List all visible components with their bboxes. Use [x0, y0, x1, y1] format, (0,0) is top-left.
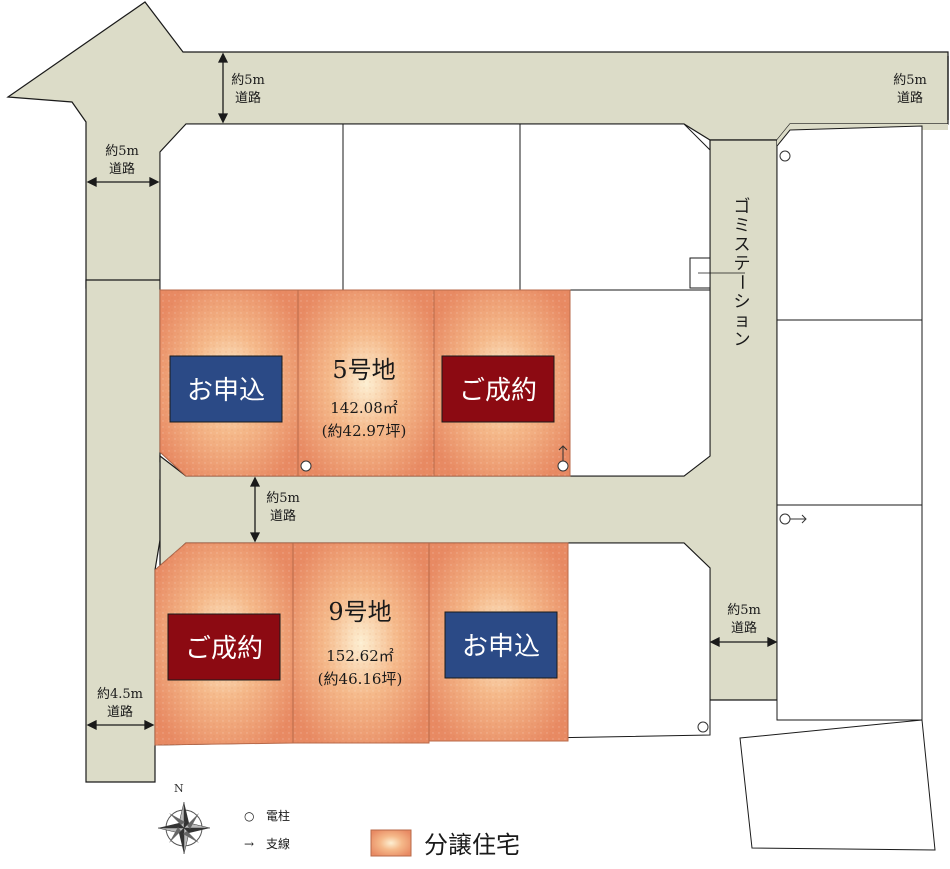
utility-pole-icon: [300, 460, 312, 472]
legend-sale-swatch: [370, 829, 412, 857]
lot-9-info: 9号地 152.62㎡ (約46.16坪): [318, 598, 403, 688]
svg-text:お申込: お申込: [462, 632, 540, 662]
legend-sale-label: 分譲住宅: [424, 831, 520, 859]
garbage-station-char: ゴ: [734, 196, 751, 217]
utility-pole-icon: [697, 721, 709, 733]
legend: ○ 電柱 → 支線 分譲住宅: [244, 808, 520, 859]
road-width-middle: 約5m: [266, 491, 300, 506]
road-label-right: 道路: [731, 620, 757, 636]
status-badge-apply-north: お申込: [169, 355, 283, 423]
road-label-middle: 道路: [270, 508, 296, 524]
road-width-bottom-left: 約4.5m: [97, 687, 143, 702]
compass-rose-icon: N: [157, 782, 211, 855]
utility-pole-icon: [779, 150, 791, 162]
guy-wire-arrow-icon: [790, 514, 807, 524]
southeast-parcel: [739, 719, 936, 851]
east-block: [776, 125, 923, 721]
sale-lots-north: [159, 289, 571, 477]
legend-guy-label: 支線: [266, 836, 290, 851]
road-width-top-right: 約5m: [893, 73, 927, 88]
garbage-station-char: ミ: [734, 216, 751, 236]
svg-text:お申込: お申込: [187, 376, 265, 406]
lot-9-name: 9号地: [328, 598, 391, 626]
garbage-station-char: ョ: [734, 311, 751, 331]
status-badge-contracted-north: ご成約: [441, 355, 555, 423]
utility-pole-icon: [779, 513, 791, 525]
road-label-top: 道路: [235, 90, 261, 106]
status-badge-apply-south: お申込: [444, 611, 558, 679]
road-width-right: 約5m: [727, 603, 761, 618]
garbage-station-char: シ: [734, 292, 751, 312]
legend-pole-label: 電柱: [266, 808, 290, 823]
utility-pole-icon: [557, 460, 569, 472]
svg-text:ご成約: ご成約: [459, 376, 537, 406]
garbage-station-char: ー: [731, 274, 751, 291]
road-top: [6, 1, 949, 289]
guy-wire-arrow-icon: [558, 445, 568, 461]
road-width-left: 約5m: [105, 144, 139, 159]
lot-9-area: 152.62㎡: [326, 647, 394, 665]
lot-9-tsubo: (約46.16坪): [318, 670, 403, 688]
lot-5-tsubo: (約42.97坪): [322, 422, 407, 440]
garbage-station-char: テ: [734, 254, 751, 274]
road-width-top: 約5m: [231, 73, 265, 88]
road-labels: 約5m 道路 約5m 道路 約5m 道路 約5m 道路 約5m 道路 約4.5m…: [97, 73, 927, 720]
lot-5-info: 5号地 142.08㎡ (約42.97坪): [322, 356, 407, 440]
road-label-left: 道路: [109, 161, 135, 177]
garbage-station-char: ス: [734, 235, 751, 255]
road-label-top-right: 道路: [897, 90, 923, 106]
dimension-arrows: [86, 52, 949, 731]
status-badge-contracted-south: ご成約: [167, 613, 281, 681]
road-label-bottom-left: 道路: [107, 704, 133, 720]
lot-5-name: 5号地: [332, 356, 395, 384]
guy-wires: [558, 445, 807, 524]
svg-text:ご成約: ご成約: [185, 634, 263, 664]
svg-text:N: N: [174, 782, 184, 795]
garbage-station-char: ン: [734, 330, 751, 350]
legend-pole-symbol: ○: [244, 809, 254, 823]
legend-guy-symbol: →: [244, 837, 254, 851]
lot-5-area: 142.08㎡: [330, 399, 398, 417]
